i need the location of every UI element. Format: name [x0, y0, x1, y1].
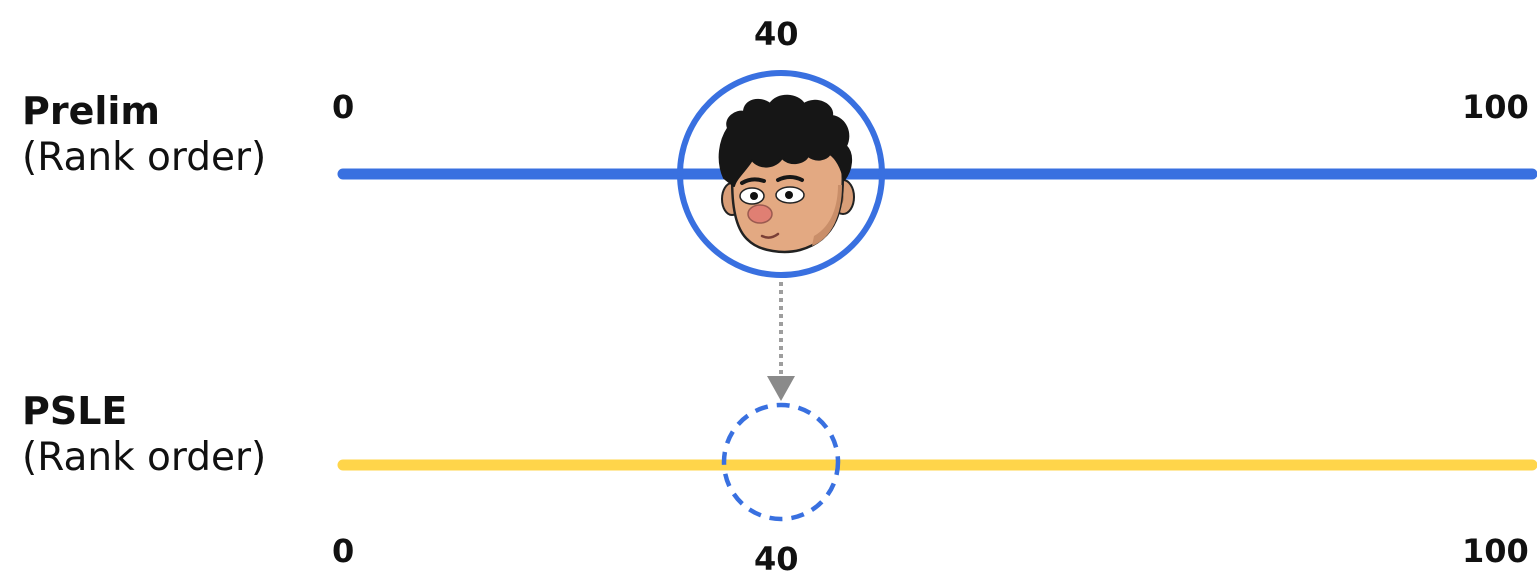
- prelim-label: Prelim (Rank order): [22, 88, 266, 182]
- connector-arrow-head: [767, 376, 795, 401]
- psle-max-label: 100: [1462, 532, 1529, 570]
- psle-target-circle: [721, 402, 841, 522]
- prelim-name: Prelim: [22, 89, 161, 133]
- psle-name: PSLE: [22, 389, 128, 433]
- boy-face-icon: [718, 94, 855, 254]
- prelim-min-label: 0: [332, 88, 355, 126]
- prelim-subtitle: (Rank order): [22, 135, 267, 181]
- psle-subtitle: (Rank order): [22, 435, 267, 481]
- psle-marker-label: 40: [754, 540, 799, 578]
- prelim-marker-ring: [677, 70, 885, 278]
- psle-min-label: 0: [332, 532, 355, 570]
- prelim-max-label: 100: [1462, 88, 1529, 126]
- prelim-marker-label: 40: [754, 15, 799, 53]
- psle-label: PSLE (Rank order): [22, 388, 266, 482]
